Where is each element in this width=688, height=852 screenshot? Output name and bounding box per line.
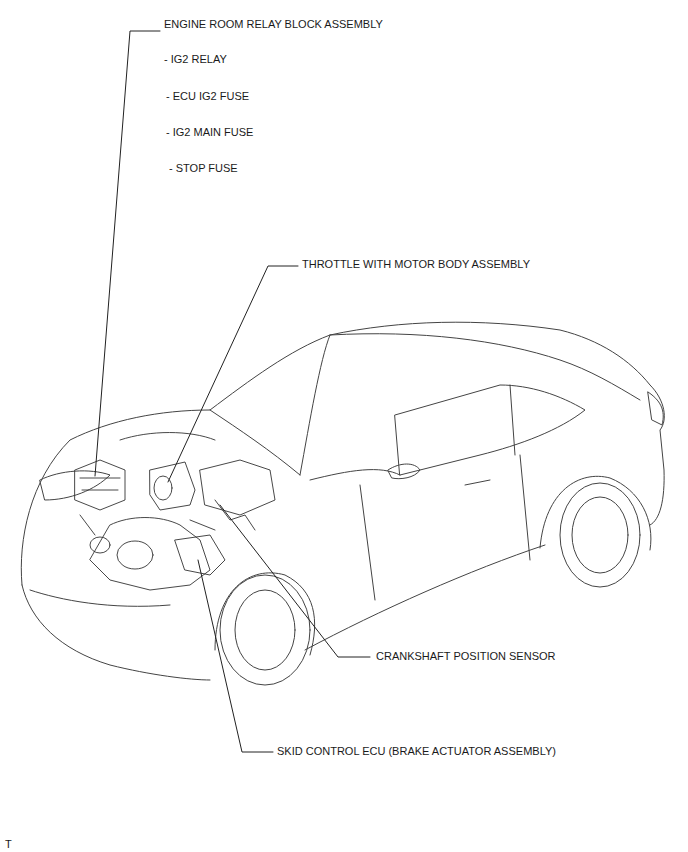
door-handle: [465, 480, 490, 485]
part-label: THROTTLE WITH MOTOR BODY ASSEMBLY: [301, 258, 531, 271]
pulley: [117, 541, 153, 569]
front-rim: [235, 590, 295, 670]
throttle-body: [150, 462, 195, 510]
leader-lines: [95, 31, 370, 752]
part-label: - IG2 MAIN FUSE: [165, 126, 254, 139]
leader-line: [198, 560, 273, 752]
part-label: CRANKSHAFT POSITION SENSOR: [375, 650, 557, 663]
hose: [215, 500, 255, 530]
relay-block-detail: [80, 478, 120, 490]
door-rear-edge: [520, 455, 530, 560]
part-label: SKID CONTROL ECU (BRAKE ACTUATOR ASSEMBL…: [276, 745, 557, 758]
door-top: [310, 470, 400, 480]
rear-rim: [572, 497, 628, 573]
cowl: [120, 433, 215, 441]
intake: [200, 460, 275, 515]
front-wheel: [220, 575, 310, 685]
engine: [75, 433, 275, 591]
roof-line: [330, 334, 640, 400]
leader-line: [220, 505, 370, 657]
leader-line: [168, 266, 298, 482]
rear-wheel: [560, 483, 640, 587]
figure-code: T: [4, 838, 13, 851]
part-label: - ECU IG2 FUSE: [165, 90, 250, 103]
leader-line: [95, 31, 160, 476]
part-label: - IG2 RELAY: [163, 53, 228, 66]
front-bumper: [22, 585, 210, 680]
grille: [30, 590, 170, 606]
engine-detail: [80, 515, 215, 535]
part-label: - STOP FUSE: [168, 162, 239, 175]
sill-line: [305, 545, 545, 650]
door-front-edge: [360, 485, 375, 600]
b-pillar: [510, 385, 515, 455]
a-pillar: [300, 335, 330, 475]
engine-block: [90, 518, 210, 591]
mirror: [388, 464, 420, 479]
pulley-small: [90, 537, 110, 553]
rear-arch: [540, 476, 651, 550]
body-outline: [21, 322, 664, 585]
part-label: ENGINE ROOM RELAY BLOCK ASSEMBLY: [163, 18, 384, 31]
side-window: [395, 385, 585, 475]
front-arch: [215, 573, 315, 655]
relay-block: [75, 460, 125, 510]
rear-light: [648, 392, 663, 425]
